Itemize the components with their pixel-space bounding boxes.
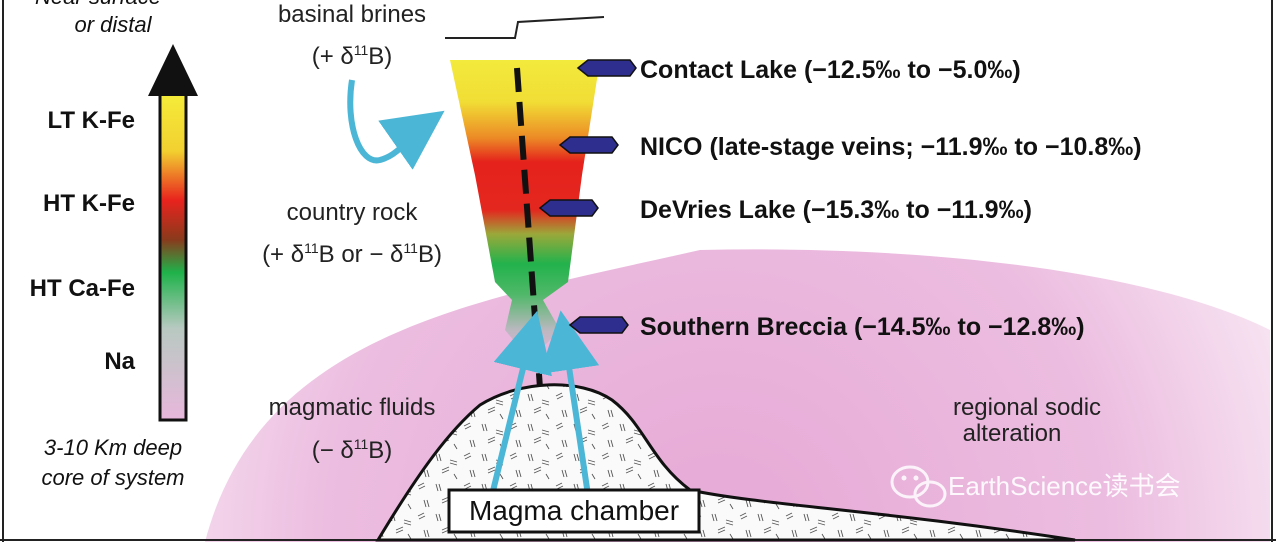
deposit-marker-contact-lake-icon: [576, 59, 637, 77]
scale-level-na: Na: [104, 348, 135, 375]
scale-level-ht-kfe: HT K-Fe: [43, 190, 135, 217]
central-fault: [514, 67, 543, 389]
scale-arrow-head-icon: [148, 44, 198, 96]
basinal-brines-sign: (+ δ11B): [312, 42, 393, 70]
scale-level-ht-cafe: HT Ca-Fe: [30, 275, 135, 302]
magmatic-fluids-label: magmatic fluids: [269, 394, 436, 421]
deposit-marker-devries-lake-icon: [538, 199, 599, 217]
basinal-brines-label: basinal brines: [278, 1, 426, 28]
regional-sodic-label-line2: alteration: [963, 420, 1062, 447]
deposit-label-southern-breccia: Southern Breccia (−14.5‰ to −12.8‰): [640, 313, 1085, 341]
scale-level-lt-kfe: LT K-Fe: [47, 107, 135, 134]
surface-line: [445, 16, 605, 39]
alteration-scale-bar: [158, 90, 188, 422]
brine-arrow: [347, 79, 445, 170]
scale-bottom-label-line1: 3-10 Km deep: [44, 435, 182, 460]
watermark-text: EarthScience读书会: [948, 471, 1181, 501]
deposit-marker-nico-icon: [558, 136, 619, 154]
scale-bottom-label-line2: core of system: [41, 465, 184, 490]
magma-chamber-label-box: [447, 488, 701, 534]
fluid-arrow-left: [489, 310, 552, 496]
wechat-icon: [890, 465, 947, 508]
deposit-label-nico: NICO (late-stage veins; −11.9‰ to −10.8‰…: [640, 133, 1142, 161]
deposit-label-devries-lake: DeVries Lake (−15.3‰ to −11.9‰): [640, 196, 1032, 224]
regional-sodic-label-line1: regional sodic: [953, 394, 1101, 421]
scale-top-label-line2: or distal: [74, 12, 152, 37]
deposit-label-contact-lake: Contact Lake (−12.5‰ to −5.0‰): [640, 56, 1021, 84]
magma-chamber-label: Magma chamber: [469, 495, 679, 526]
magmatic-fluids-sign: (− δ11B): [312, 436, 393, 464]
deposit-marker-southern-breccia-icon: [568, 316, 629, 334]
fluid-arrow-right: [539, 310, 600, 496]
scale-top-label-line1: Near surface: [35, 0, 161, 9]
country-rock-label: country rock: [287, 199, 419, 226]
country-rock-sign: (+ δ11B or − δ11B): [262, 240, 442, 268]
